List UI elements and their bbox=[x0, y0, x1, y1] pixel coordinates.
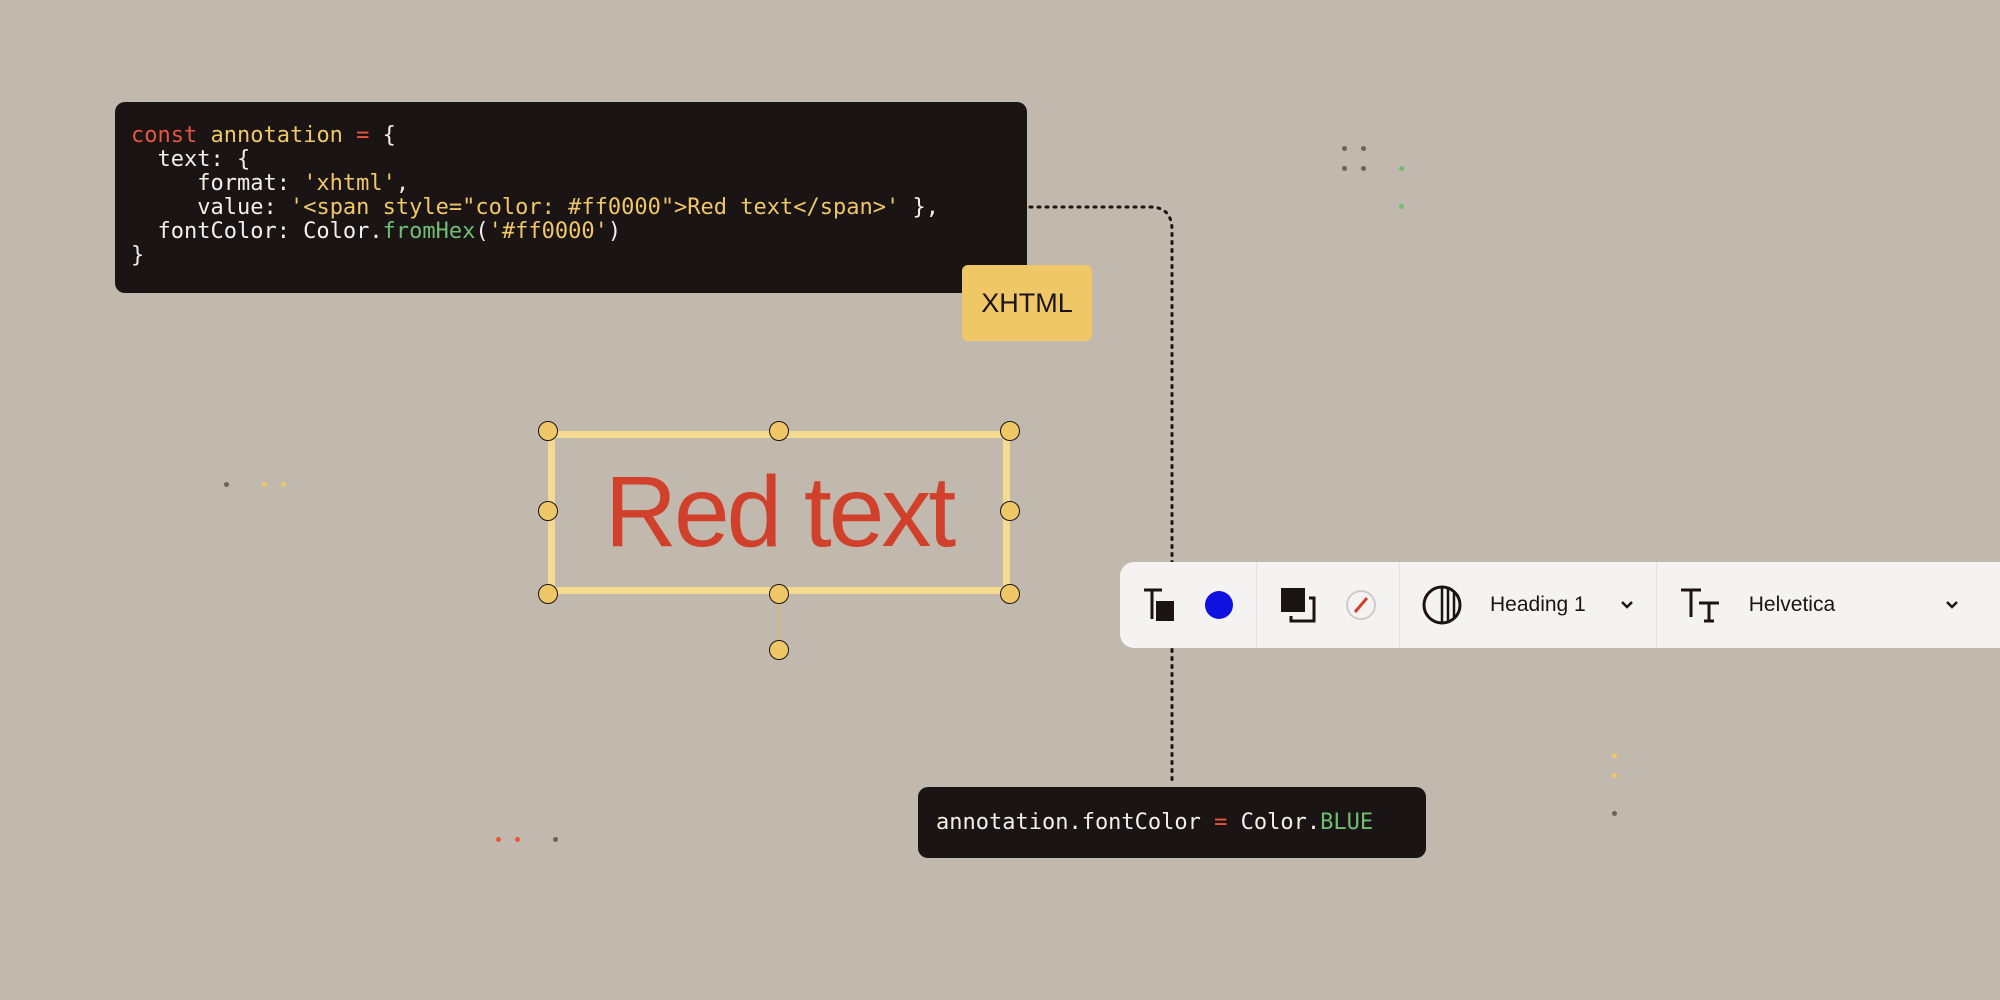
xhtml-badge: XHTML bbox=[962, 265, 1092, 341]
decor-dot bbox=[1342, 146, 1347, 151]
code-block: const annotation = { text: { format: 'xh… bbox=[115, 102, 1027, 293]
resize-handle-e[interactable] bbox=[1000, 501, 1020, 521]
code-token: annotation bbox=[197, 123, 343, 148]
opacity-icon[interactable] bbox=[1422, 585, 1462, 625]
code-token: ( bbox=[475, 219, 489, 244]
annotation-text[interactable]: Red text bbox=[604, 456, 956, 568]
code-token: Color. bbox=[1227, 810, 1321, 835]
font-color-code: annotation.fontColor = Color.BLUE bbox=[918, 787, 1426, 858]
decor-dot bbox=[1612, 811, 1617, 816]
resize-handle-s[interactable] bbox=[769, 584, 789, 604]
fill-stroke-group bbox=[1257, 562, 1400, 648]
code-token: { bbox=[369, 123, 396, 148]
rotation-line bbox=[779, 594, 780, 650]
font-select[interactable]: Helvetica bbox=[1749, 593, 1959, 617]
text-style-group: Heading 1 bbox=[1400, 562, 1657, 648]
decor-dot bbox=[1612, 753, 1617, 758]
resize-handle-n[interactable] bbox=[769, 421, 789, 441]
code-token: = bbox=[342, 123, 370, 148]
code-token: fontColor: Color. bbox=[131, 219, 383, 244]
font-color-swatch[interactable] bbox=[1204, 590, 1234, 620]
font-select-value: Helvetica bbox=[1748, 593, 1836, 616]
text-color-icon[interactable] bbox=[1142, 587, 1176, 623]
resize-handle-ne[interactable] bbox=[1000, 421, 1020, 441]
annotation-toolbar: Heading 1 Helvetica bbox=[1120, 562, 2000, 648]
code-token: fromHex bbox=[382, 219, 476, 244]
decor-dot bbox=[515, 837, 520, 842]
resize-handle-se[interactable] bbox=[1000, 584, 1020, 604]
resize-handle-sw[interactable] bbox=[538, 584, 558, 604]
decor-dot bbox=[1399, 166, 1404, 171]
code-token: 'xhtml' bbox=[303, 171, 396, 196]
style-select[interactable]: Heading 1 bbox=[1490, 593, 1634, 617]
font-group: Helvetica bbox=[1657, 562, 1981, 648]
code-token: } bbox=[131, 243, 145, 268]
code-token: text: { bbox=[131, 147, 251, 172]
chevron-down-icon bbox=[1946, 601, 1959, 609]
decor-dot bbox=[1399, 204, 1404, 209]
chevron-down-icon bbox=[1620, 601, 1633, 609]
no-stroke-color-icon[interactable] bbox=[1345, 589, 1377, 621]
code-token: BLUE bbox=[1320, 810, 1374, 835]
code-token: annotation.fontColor bbox=[936, 810, 1215, 835]
resize-handle-w[interactable] bbox=[538, 501, 558, 521]
decor-dot bbox=[1342, 166, 1347, 171]
code-token: '<span style="color: #ff0000">Red text</… bbox=[289, 195, 900, 220]
rotation-handle[interactable] bbox=[769, 640, 789, 660]
decor-dot bbox=[281, 482, 286, 487]
decor-dot bbox=[262, 482, 267, 487]
decor-dot bbox=[224, 482, 229, 487]
code-token: const bbox=[131, 123, 198, 148]
font-color-group bbox=[1120, 562, 1257, 648]
code-token: }, bbox=[899, 195, 939, 220]
style-select-value: Heading 1 bbox=[1490, 593, 1586, 616]
resize-handle-nw[interactable] bbox=[538, 421, 558, 441]
font-size-icon[interactable] bbox=[1679, 587, 1721, 623]
code-token: , bbox=[395, 171, 410, 196]
code-token: = bbox=[1214, 810, 1228, 835]
code-token: ) bbox=[607, 219, 622, 244]
code-token: format: bbox=[131, 171, 304, 196]
code-token: value: bbox=[131, 195, 290, 220]
decor-dot bbox=[1612, 773, 1617, 778]
decor-dot bbox=[553, 837, 558, 842]
code-token: '#ff0000' bbox=[488, 219, 608, 244]
decor-dot bbox=[1361, 146, 1366, 151]
decor-dot bbox=[1361, 166, 1366, 171]
fill-color-icon[interactable] bbox=[1279, 586, 1317, 624]
decor-dot bbox=[496, 837, 501, 842]
